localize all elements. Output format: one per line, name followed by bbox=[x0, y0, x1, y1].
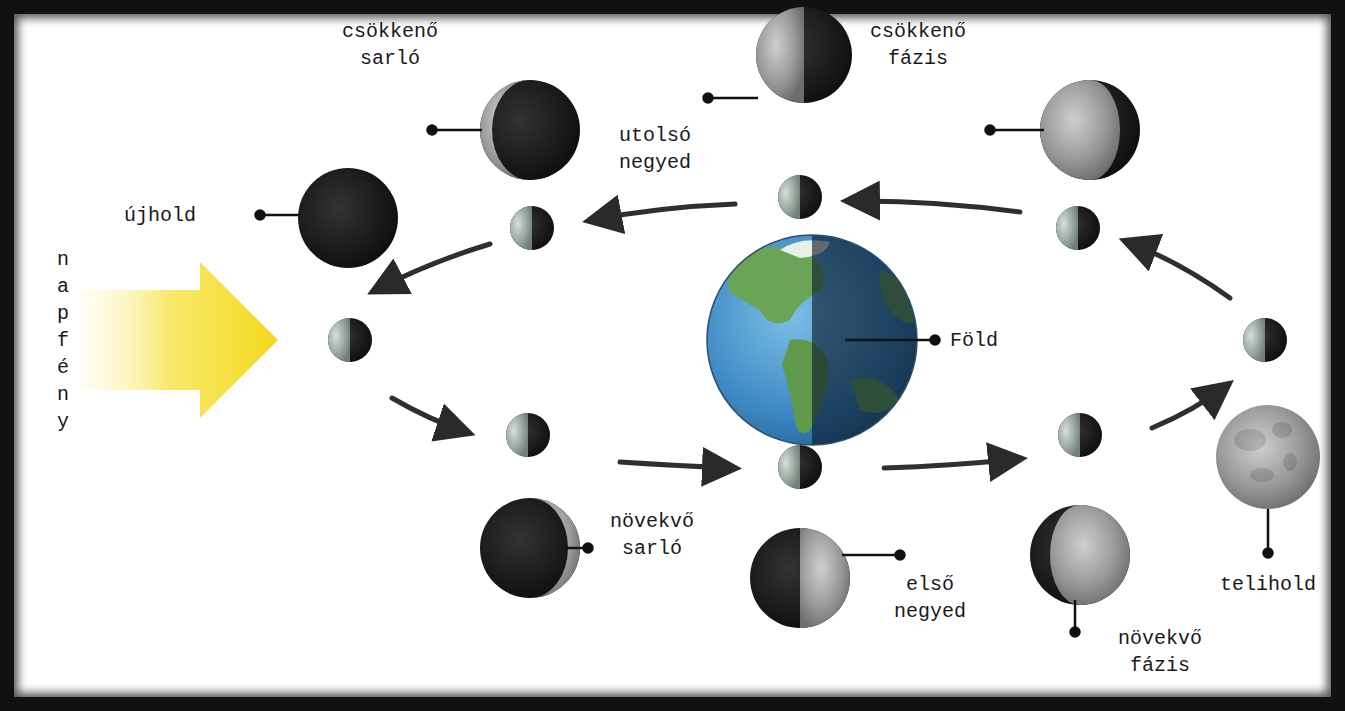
phase-label: utolsó negyed bbox=[605, 122, 705, 176]
sunlight-label: napfény bbox=[57, 246, 69, 435]
phase-label: telihold bbox=[1213, 571, 1323, 598]
phase-label: csökkenő sarló bbox=[335, 18, 445, 72]
phase-label: növekvő sarló bbox=[602, 508, 702, 562]
orbit-moons bbox=[328, 175, 1287, 489]
earth-label: Föld bbox=[950, 327, 998, 354]
phase-label: újhold bbox=[105, 202, 215, 229]
phase-moons bbox=[298, 7, 1320, 628]
orbit-arrows bbox=[376, 201, 1230, 468]
sunlight-arrow bbox=[80, 262, 278, 418]
phase-label: első negyed bbox=[885, 571, 975, 625]
phase-label: növekvő fázis bbox=[1110, 625, 1210, 679]
phase-label: csökkenő fázis bbox=[863, 18, 973, 72]
leader-lines bbox=[256, 94, 1273, 637]
